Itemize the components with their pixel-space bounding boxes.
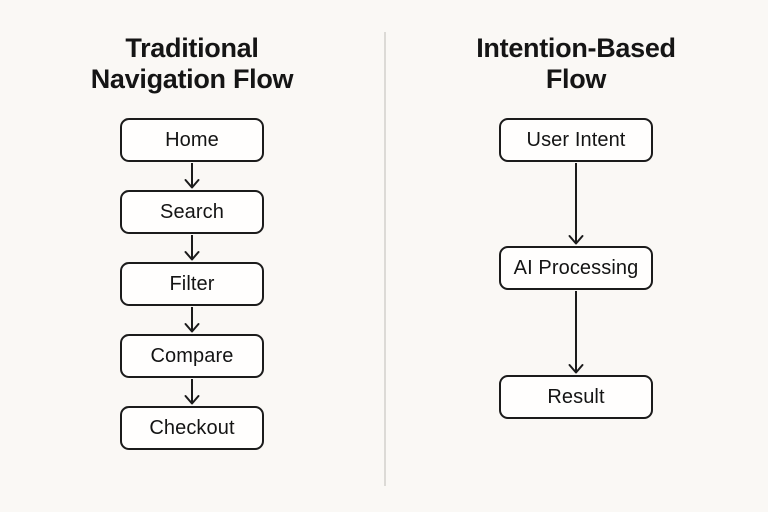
flow-node-ai-processing: AI Processing	[499, 246, 653, 290]
flow-node-result: Result	[499, 375, 653, 419]
flow-node-filter: Filter	[120, 262, 264, 306]
intention-flow-title-line1: Intention-Based	[476, 33, 676, 63]
traditional-flow-title-line1: Traditional	[125, 33, 259, 63]
flow-node-search: Search	[120, 190, 264, 234]
arrow-down-icon	[184, 235, 200, 261]
flow-node-home: Home	[120, 118, 264, 162]
arrow-down-icon	[184, 163, 200, 189]
arrow-down-icon	[568, 163, 584, 245]
traditional-flow-title-line2: Navigation Flow	[90, 64, 294, 94]
flow-node-user-intent: User Intent	[499, 118, 653, 162]
column-divider	[384, 32, 386, 486]
arrow-down-icon	[568, 291, 584, 374]
flow-node-checkout: Checkout	[120, 406, 264, 450]
flow-node-compare: Compare	[120, 334, 264, 378]
intention-flow-title-line2: Flow	[545, 64, 607, 94]
arrow-down-icon	[184, 307, 200, 333]
arrow-down-icon	[184, 379, 200, 405]
